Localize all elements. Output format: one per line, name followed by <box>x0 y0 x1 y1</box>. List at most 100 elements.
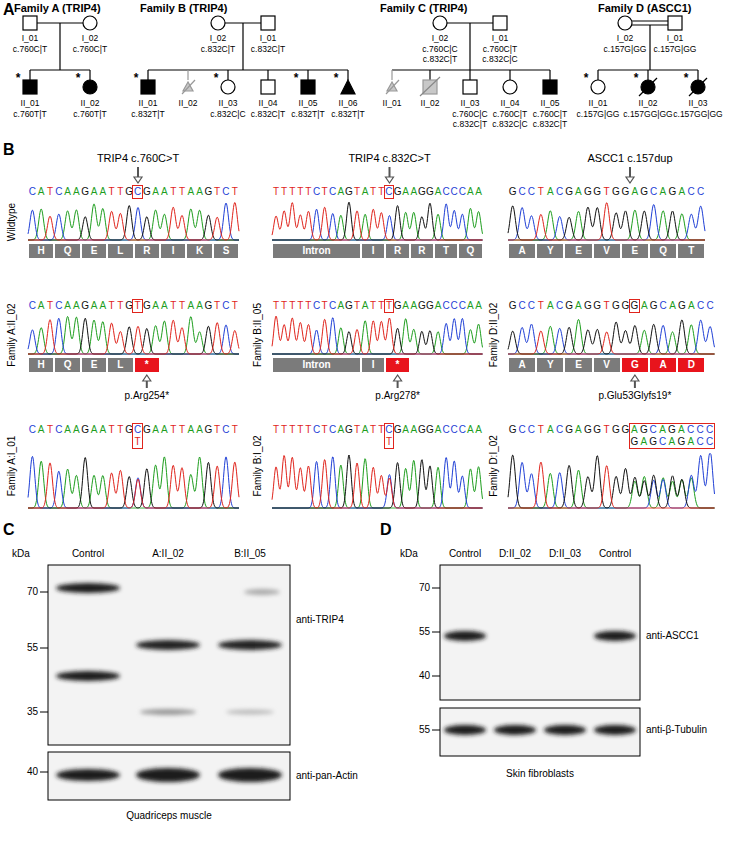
base-letter: C <box>450 300 458 312</box>
chromatogram-trace <box>28 203 239 240</box>
individual-id: II_03 <box>461 98 480 108</box>
genotype: c.157G|GG <box>654 44 697 54</box>
chromatogram-trace <box>508 206 705 240</box>
genotype: c.832C|C <box>210 109 245 119</box>
base-sequence: GAATTAAGTCT <box>142 424 239 436</box>
residue-box: Q <box>459 244 481 258</box>
base-letter: G <box>142 300 151 312</box>
base-letter: G <box>564 424 573 436</box>
base-letter: T <box>178 300 187 312</box>
residue-letter: * <box>396 359 400 371</box>
blot-label: Control <box>449 548 481 560</box>
individual-id: II_02 <box>639 98 658 108</box>
arrow-head <box>134 177 142 183</box>
base-letter: G <box>593 186 602 198</box>
residue-letter: Intron <box>302 245 330 257</box>
blot-label: D:II_02 <box>499 548 531 560</box>
base-letter: G <box>204 300 213 312</box>
base-letter: A <box>63 424 72 436</box>
residue-box: Q <box>55 358 79 372</box>
base-letter: G <box>142 424 151 436</box>
base-letter: C <box>312 186 320 198</box>
base-letter: A <box>402 300 410 312</box>
genotype: c.157GG|GG <box>623 109 672 119</box>
base-letter: C <box>517 424 526 436</box>
individual-id: II_05 <box>541 98 560 108</box>
base-letter: G <box>667 424 676 436</box>
column-title: ASCC1 c.157dup <box>588 152 673 165</box>
base-letter: G <box>394 300 402 312</box>
base-letter: T <box>321 424 329 436</box>
chromatogram-trace <box>28 458 239 508</box>
residue-box: I <box>362 358 384 372</box>
base-letter: A <box>410 424 418 436</box>
base-letter: A <box>195 186 204 198</box>
base-letter: A <box>658 424 667 436</box>
base-letter: A <box>160 424 169 436</box>
highlight-box: C <box>384 185 394 199</box>
highlight-box: T <box>384 299 394 313</box>
base-letter: G <box>81 300 90 312</box>
residue-box: V <box>594 358 620 372</box>
sample-label: Family D:II_02 <box>488 303 500 367</box>
arrow-head <box>143 375 151 381</box>
base-sequence: G <box>630 300 639 312</box>
base-letter: A <box>72 424 81 436</box>
base-letter: C <box>450 424 458 436</box>
genotype: c.832C|T <box>453 119 487 129</box>
base-letter: C <box>527 424 536 436</box>
base-letter: T <box>321 300 329 312</box>
individual-id: I_02 <box>82 33 99 43</box>
highlight-box: CT <box>132 423 143 449</box>
base-letter: T <box>385 300 393 312</box>
base-letter: A <box>658 186 667 198</box>
base-letter: T <box>107 300 116 312</box>
base-letter: C <box>442 186 450 198</box>
base-letter: T <box>288 300 296 312</box>
base-letter: C <box>442 424 450 436</box>
marker-size: 35 <box>27 706 38 718</box>
arrow-head <box>394 375 402 381</box>
base-letter: T <box>280 300 288 312</box>
base-letter: G <box>418 300 426 312</box>
base-letter: A <box>186 300 195 312</box>
base-sequence: GAATTAAGTCT <box>142 186 239 198</box>
base-letter: C <box>458 300 466 312</box>
column-title: TRIP4 c.832C>T <box>348 152 430 165</box>
individual-id: II_01 <box>139 98 158 108</box>
base-letter: T <box>353 424 361 436</box>
family-title: Family A (TRIP4) <box>14 2 101 15</box>
marker-size: 70 <box>27 586 38 598</box>
base-letter: A <box>37 300 46 312</box>
base-letter: T <box>602 424 611 436</box>
individual-id: II_06 <box>339 98 358 108</box>
chromatogram-trace <box>28 318 239 354</box>
affected-asterisk: * <box>214 71 219 85</box>
base-letter: C <box>555 186 564 198</box>
base-sequence: C <box>385 186 393 198</box>
base-letter: C <box>555 424 564 436</box>
base-letter: C <box>458 424 466 436</box>
genotype: c.832C|T <box>201 44 235 54</box>
chromatogram-trace <box>508 203 705 240</box>
residue-letter: Y <box>547 359 554 371</box>
base-letter: T <box>304 424 312 436</box>
base-letter: C <box>555 300 564 312</box>
base-letter: T <box>169 300 178 312</box>
base-letter: G <box>81 424 90 436</box>
genotype: c.760C|T <box>483 44 517 54</box>
base-letter: A <box>151 300 160 312</box>
genotype: c.760C|T <box>73 44 107 54</box>
residue-letter: D <box>688 359 695 371</box>
base-letter: A <box>186 186 195 198</box>
residue-letter: H <box>38 359 45 371</box>
individual-id: II_05 <box>299 98 318 108</box>
individual-id: I_02 <box>432 33 449 43</box>
base-letter: A <box>98 300 107 312</box>
genotype: c.157GG|GG <box>673 109 722 119</box>
residue-letter: L <box>117 245 123 257</box>
chromatogram-trace <box>272 319 483 354</box>
base-letter: G <box>668 186 677 198</box>
base-sequence: TTTTTCTCAGTATT <box>272 186 385 198</box>
chromatogram-trace <box>272 455 483 508</box>
